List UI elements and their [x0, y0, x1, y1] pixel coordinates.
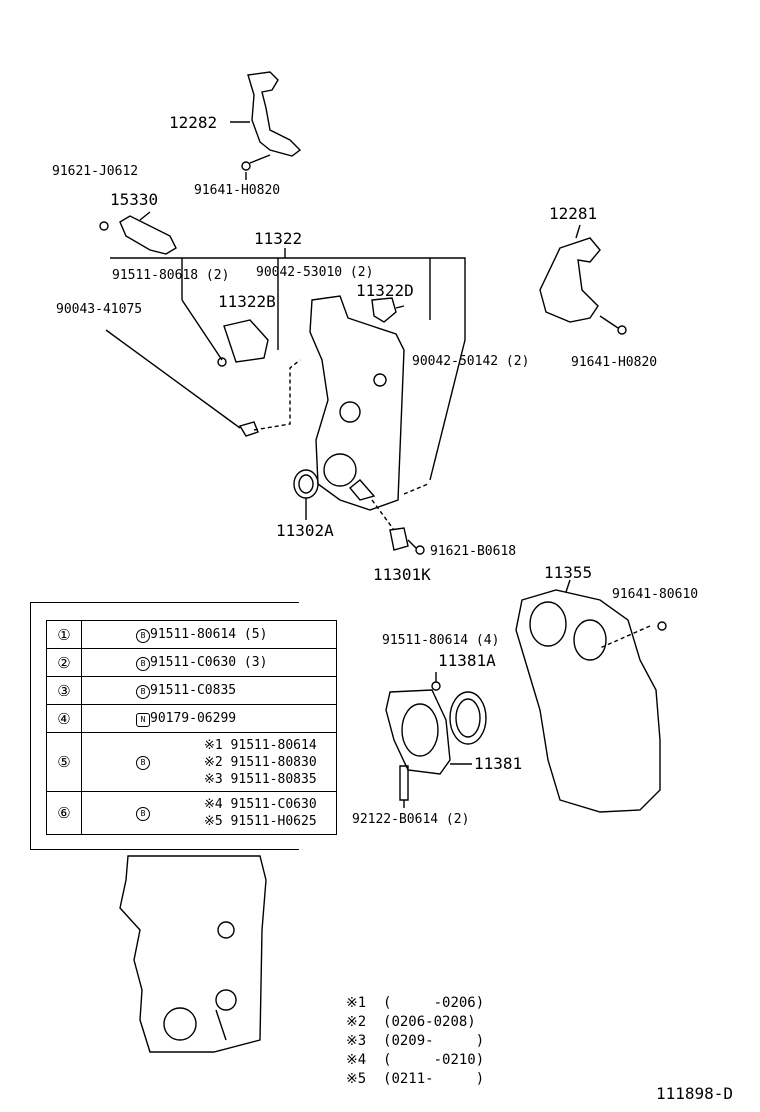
nut-icon: N: [136, 712, 150, 727]
legend-part: 91511-C0835: [150, 683, 237, 698]
label-90043-41075: 90043-41075: [56, 302, 143, 317]
legend-num: ②: [46, 648, 82, 677]
bolt-icon: B: [136, 684, 150, 699]
label-12281: 12281: [549, 204, 598, 223]
label-11301k: 11301K: [373, 565, 431, 584]
label-90042-53010: 90042-53010 (2): [256, 265, 374, 280]
label-91621-b0618: 91621-B0618: [430, 544, 517, 559]
label-11381a: 11381A: [438, 651, 496, 670]
timing-cover-11322: [309, 295, 405, 511]
note-line: ※2 (0206-0208): [346, 1014, 476, 1030]
legend-num: ③: [46, 676, 82, 705]
legend-part: ※2 91511-80830: [204, 754, 317, 770]
legend-num: ⑤: [46, 732, 82, 792]
label-11355: 11355: [544, 563, 593, 582]
label-91511-80618: 91511-80618 (2): [112, 268, 230, 283]
seal-11302a: [293, 469, 319, 499]
label-91641-h0820: 91641-H0820: [194, 183, 281, 198]
note-line: ※3 (0209- ): [346, 1033, 485, 1049]
label-11322b: 11322B: [218, 292, 276, 311]
label-11302a: 11302A: [276, 521, 334, 540]
bolt-icon: B: [136, 628, 150, 643]
legend-part: 90179-06299: [150, 711, 237, 726]
date-notes: ※1 ( -0206) ※2 (0206-0208) ※3 (0209- ) ※…: [346, 994, 484, 1089]
bolt-icon: B: [136, 756, 150, 770]
bolt-icon: B: [136, 807, 150, 821]
note-line: ※1 ( -0206): [346, 995, 485, 1011]
label-11381: 11381: [474, 754, 523, 773]
cover-front-view: [119, 855, 267, 1053]
legend-num: ④: [46, 704, 82, 733]
bolt-icon: B: [136, 656, 150, 671]
label-91511-80614: 91511-80614 (4): [382, 633, 500, 648]
bracket-12282: [247, 71, 302, 157]
seal-11381a: [449, 691, 487, 745]
legend-row: ⑤ B ※1 91511-80614 ※2 91511-80830 ※3 915…: [46, 732, 337, 792]
legend-part: ※3 91511-80835: [204, 771, 317, 787]
legend-box: [30, 602, 299, 850]
legend-part: 91511-C0630 (3): [150, 655, 268, 670]
label-11322: 11322: [254, 229, 303, 248]
label-90042-50142: 90042-50142 (2): [412, 354, 530, 369]
legend-part: ※4 91511-C0630: [204, 797, 317, 812]
label-91621-j0612: 91621-J0612: [52, 164, 139, 179]
label-15330: 15330: [110, 190, 159, 209]
legend-part: ※1 91511-80614: [204, 737, 317, 753]
legend-num: ⑥: [46, 791, 82, 835]
note-line: ※4 ( -0210): [346, 1052, 485, 1068]
plate-11355: [515, 589, 661, 813]
label-91641-80610: 91641-80610: [612, 587, 699, 602]
label-11322d: 11322D: [356, 281, 414, 300]
sensor-15330: [119, 215, 177, 255]
label-92122-b0614: 92122-B0614 (2): [352, 812, 470, 827]
bracket-12281: [539, 237, 601, 323]
legend-part: 91511-80614 (5): [150, 627, 268, 642]
legend-part: ※5 91511-H0625: [204, 814, 317, 829]
label-91641-h0820-b: 91641-H0820: [571, 355, 658, 370]
legend-num: ①: [46, 620, 82, 649]
note-line: ※5 (0211- ): [346, 1071, 485, 1087]
legend-row: ⑥ B ※4 91511-C0630 ※5 91511-H0625: [46, 791, 337, 835]
diagram-code: 111898-D: [656, 1084, 734, 1103]
label-12282: 12282: [169, 113, 218, 132]
